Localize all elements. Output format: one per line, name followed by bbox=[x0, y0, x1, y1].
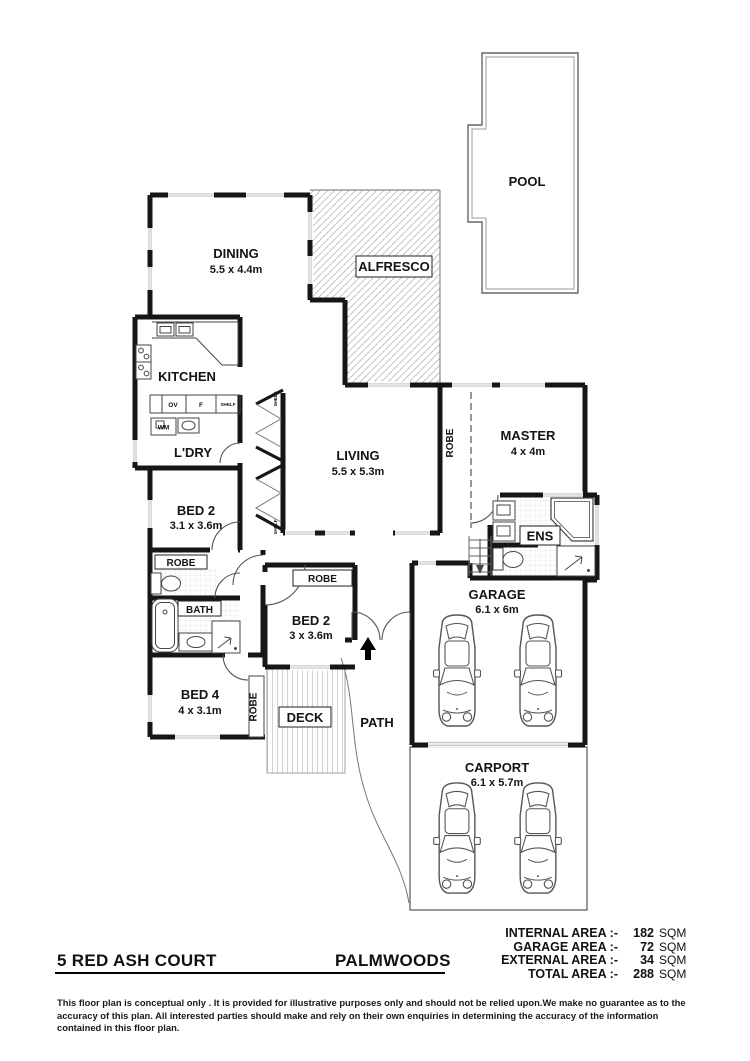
area-label: EXTERNAL AREA :- bbox=[501, 953, 618, 968]
area-unit: SQM bbox=[659, 967, 687, 982]
area-value: 288 bbox=[633, 967, 654, 982]
master-label: MASTER bbox=[501, 428, 557, 443]
bath-label: BATH bbox=[186, 605, 213, 616]
stairs-down-arrow-icon bbox=[476, 565, 484, 574]
bed4-robe-label: ROBE bbox=[249, 692, 260, 721]
bed2a-robe-box bbox=[154, 554, 208, 570]
disclaimer-text: This floor plan is conceptual only . It … bbox=[57, 997, 686, 1034]
bed2a-label: BED 2 bbox=[177, 503, 215, 518]
car-icon bbox=[513, 782, 563, 894]
oven-label: OV bbox=[168, 402, 178, 409]
living-label: LIVING bbox=[336, 448, 379, 463]
area-label: GARAGE AREA :- bbox=[513, 939, 618, 954]
dining-label: DINING bbox=[213, 246, 259, 261]
address-divider bbox=[55, 972, 445, 974]
area-unit: SQM bbox=[659, 926, 687, 940]
shelf-label-bottom: SHELF bbox=[273, 519, 278, 534]
shelf-label-top: SHELF bbox=[273, 391, 278, 406]
pool-label: POOL bbox=[509, 174, 546, 189]
laundry-label: L'DRY bbox=[174, 445, 212, 460]
bed2b-dims: 3 x 3.6m bbox=[289, 630, 333, 642]
ens-fixtures bbox=[492, 497, 596, 577]
ens-label: ENS bbox=[527, 529, 554, 544]
car-icon bbox=[432, 614, 482, 727]
car-icon bbox=[432, 782, 482, 894]
master-robe-label: ROBE bbox=[445, 428, 456, 457]
area-value: 182 bbox=[633, 926, 654, 940]
bed2b-robe-label: ROBE bbox=[308, 574, 337, 585]
linen-shelves bbox=[254, 388, 284, 532]
alfresco-edge bbox=[310, 189, 441, 385]
path-label: PATH bbox=[360, 715, 393, 730]
garage-dims: 6.1 x 6m bbox=[475, 604, 519, 616]
area-unit: SQM bbox=[659, 939, 687, 954]
fridge-label: F bbox=[199, 402, 203, 409]
bed4-dims: 4 x 3.1m bbox=[178, 705, 222, 717]
master-dims: 4 x 4m bbox=[511, 446, 545, 458]
living-dims: 5.5 x 5.3m bbox=[332, 466, 385, 478]
car-icon bbox=[513, 614, 563, 727]
alfresco-hatch bbox=[310, 190, 440, 385]
stairs bbox=[468, 536, 492, 576]
area-label: TOTAL AREA :- bbox=[527, 967, 618, 982]
ens-label-box bbox=[519, 525, 561, 546]
area-summary: INTERNAL AREA :- 182 SQM GARAGE AREA :- … bbox=[501, 926, 693, 981]
floor-plan-svg: POOL DINING 5.5 x 4.4m ALFRESCO KITCHEN … bbox=[131, 52, 601, 911]
alfresco-label: ALFRESCO bbox=[358, 259, 430, 274]
bed2b-robe-box bbox=[292, 569, 353, 587]
area-value: 34 bbox=[640, 953, 654, 968]
suburb-text: PALMWOODS bbox=[335, 951, 451, 970]
carport-label: CARPORT bbox=[465, 760, 529, 775]
windows bbox=[131, 191, 601, 741]
address-text: 5 RED ASH COURT bbox=[57, 951, 217, 970]
bed2a-dims: 3.1 x 3.6m bbox=[170, 520, 223, 532]
deck-label: DECK bbox=[287, 710, 324, 725]
kitchen-fixtures bbox=[135, 321, 241, 436]
area-row-internal: INTERNAL AREA :- 182 SQM bbox=[501, 926, 693, 940]
entry-arrow-icon bbox=[360, 637, 376, 660]
pool-outline bbox=[467, 52, 579, 294]
bed4-robe-box bbox=[248, 675, 265, 738]
bed2b-label: BED 2 bbox=[292, 613, 330, 628]
room-labels: POOL DINING 5.5 x 4.4m ALFRESCO KITCHEN … bbox=[154, 174, 561, 789]
area-label: INTERNAL AREA :- bbox=[505, 926, 618, 940]
dining-dims: 5.5 x 4.4m bbox=[210, 264, 263, 276]
bed2a-robe-label: ROBE bbox=[167, 558, 196, 569]
shelf-label: SHELF bbox=[220, 402, 235, 407]
bed4-label: BED 4 bbox=[181, 687, 220, 702]
area-row-garage: GARAGE AREA :- 72 SQM bbox=[501, 940, 693, 954]
bath-label-box bbox=[177, 600, 222, 617]
alfresco-label-box bbox=[355, 255, 433, 278]
garage-label: GARAGE bbox=[468, 587, 525, 602]
path-curve bbox=[340, 657, 410, 904]
kitchen-label: KITCHEN bbox=[158, 369, 216, 384]
deck-label-box bbox=[278, 706, 332, 728]
carport-dims: 6.1 x 5.7m bbox=[471, 777, 524, 789]
area-unit: SQM bbox=[659, 953, 687, 968]
vehicles bbox=[432, 614, 563, 894]
area-row-external: EXTERNAL AREA :- 34 SQM bbox=[501, 953, 693, 967]
bath-fixtures bbox=[150, 572, 241, 654]
area-row-total: TOTAL AREA :- 288 SQM bbox=[501, 967, 693, 981]
area-value: 72 bbox=[640, 939, 654, 954]
wm-label: WM bbox=[158, 425, 170, 432]
